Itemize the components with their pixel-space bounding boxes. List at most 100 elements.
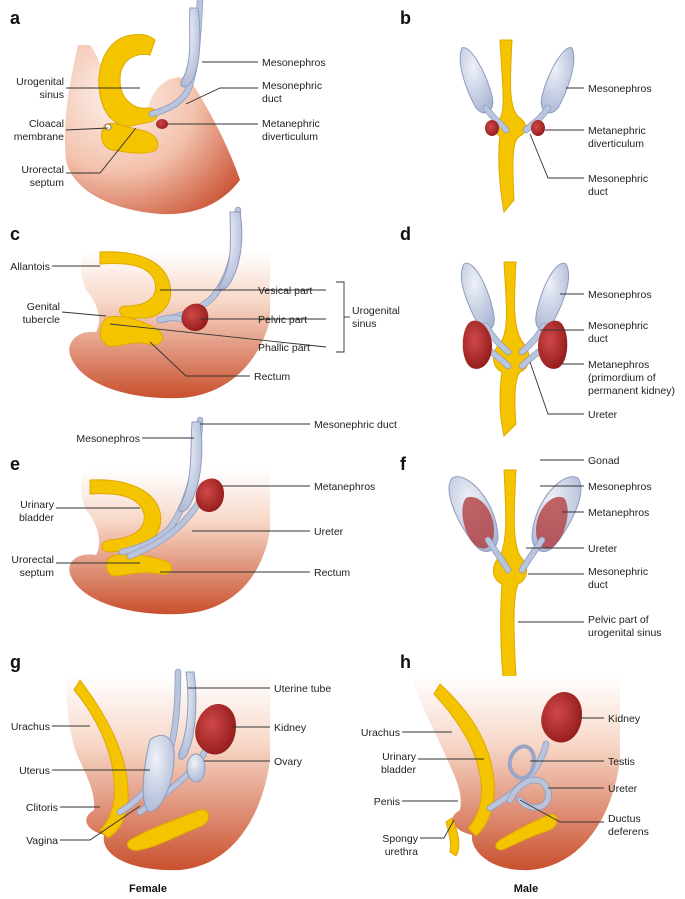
mesonephros-e	[178, 421, 203, 513]
panel-label-a: a	[10, 8, 21, 28]
panel-label-f: f	[400, 454, 407, 474]
panel-e: e Mesonephros Mesonephric duct Metanephr…	[10, 416, 397, 615]
label-kidney-h: Kidney	[608, 713, 641, 725]
mesonephros-d-left	[460, 262, 495, 331]
urinary-bladder-e	[89, 479, 162, 553]
metanephros-d-right	[538, 320, 568, 369]
label-phallic-part-c: Phallic part	[258, 342, 310, 354]
label-mesonephric-duct-e: Mesonephric duct	[314, 419, 397, 431]
label-rectum-e: Rectum	[314, 567, 350, 579]
uterine-tube-g	[178, 671, 197, 760]
label-metanephros-e: Metanephros	[314, 481, 375, 493]
label-penis-h: Penis	[374, 796, 400, 808]
label-ureter-e: Ureter	[314, 526, 344, 538]
mesonephros-a	[180, 7, 201, 88]
label-metanephros-f: Metanephros	[588, 507, 649, 519]
metanephros-f-right	[536, 496, 568, 549]
label-kidney-g: Kidney	[274, 722, 307, 734]
urogenital-sinus-b	[493, 39, 527, 214]
spongy-urethra-h	[445, 817, 460, 857]
panel-g: g Uterine tube Urachus Kidney Uterus Ova…	[10, 652, 331, 895]
urogenital-sinus-f	[493, 469, 527, 690]
urachus-g	[73, 679, 129, 839]
label-allantois-c: Allantois	[10, 261, 50, 273]
metanephric-diverticulum-a	[156, 119, 168, 129]
metanephric-diverticulum-b-right	[531, 120, 545, 136]
cloacal-membrane-a	[104, 123, 112, 131]
panel-f: f Gonad Mesonephros Metanephros Ureter M…	[400, 454, 662, 690]
metanephros-c	[181, 303, 209, 332]
label-uterine-tube-g: Uterine tube	[274, 683, 331, 695]
urorectal-septum-a	[101, 122, 159, 154]
label-urachus-g: Urachus	[11, 721, 50, 733]
caption-male: Male	[514, 883, 538, 895]
allantois-c	[99, 251, 172, 319]
rectum-h	[495, 813, 558, 851]
panel-label-g: g	[10, 652, 21, 672]
panel-label-b: b	[400, 8, 411, 28]
label-rectum-c: Rectum	[254, 371, 290, 383]
label-mesonephros-d: Mesonephros	[588, 289, 652, 301]
label-testis-h: Testis	[608, 756, 635, 768]
label-ovary-g: Ovary	[274, 756, 303, 768]
urorectal-septum-e	[105, 553, 173, 577]
mesonephros-b-right	[540, 47, 575, 114]
testis-h	[507, 744, 537, 780]
panel-label-d: d	[400, 224, 411, 244]
label-vesical-part-c: Vesical part	[258, 285, 312, 297]
label-ureter-d: Ureter	[588, 409, 618, 421]
kidney-h	[541, 691, 582, 743]
label-urachus-h: Urachus	[361, 727, 400, 739]
vagina-rectum-g	[126, 809, 209, 851]
label-clitoris-g: Clitoris	[26, 802, 58, 814]
label-mesonephros-f: Mesonephros	[588, 481, 652, 493]
label-vagina-g: Vagina	[26, 835, 58, 847]
panel-label-c: c	[10, 224, 20, 244]
panel-label-h: h	[400, 652, 411, 672]
urachus-h	[433, 683, 495, 837]
ovary-g	[186, 753, 206, 783]
label-pelvic-part-c: Pelvic part	[258, 314, 307, 326]
label-mesonephros-b: Mesonephros	[588, 83, 652, 95]
kidney-g	[195, 703, 236, 755]
metanephros-f-left	[462, 496, 494, 549]
caption-female: Female	[129, 883, 167, 895]
label-gonad-f: Gonad	[588, 455, 620, 467]
urogenital-sinus-a	[98, 34, 158, 127]
mesonephros-d-right	[535, 262, 570, 331]
uterus-g	[142, 735, 175, 813]
label-ureter-f: Ureter	[588, 543, 618, 555]
metanephric-diverticulum-b-left	[485, 120, 499, 136]
label-mesonephros-e: Mesonephros	[76, 433, 140, 445]
pelvic-phallic-part-c	[99, 316, 163, 347]
label-uterus-g: Uterus	[19, 765, 50, 777]
label-ureter-h: Ureter	[608, 783, 638, 795]
mesonephros-b-left	[459, 47, 494, 114]
label-mesonephros-a: Mesonephros	[262, 57, 326, 69]
metanephros-d-left	[462, 320, 492, 369]
mesonephros-c	[218, 211, 243, 291]
